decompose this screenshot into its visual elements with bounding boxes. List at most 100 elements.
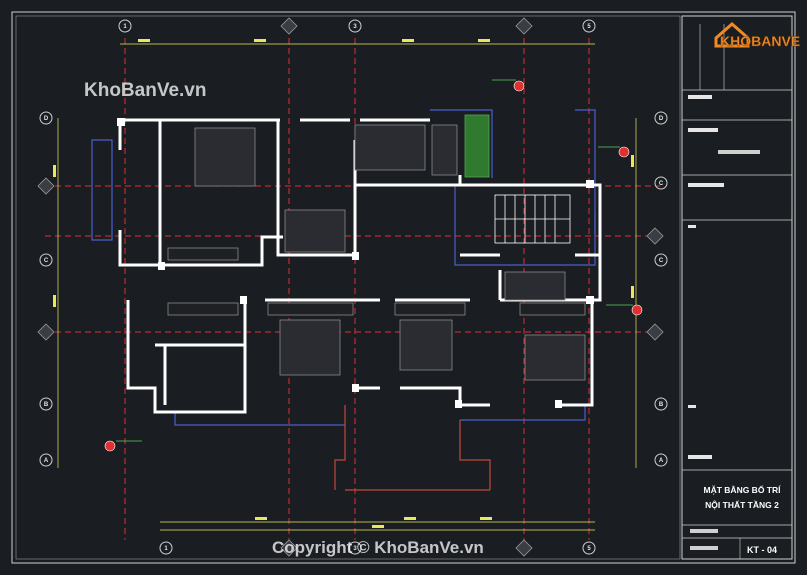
grid-label-row: C	[659, 181, 664, 187]
wall-living	[355, 386, 490, 407]
level-marker-icon	[631, 304, 643, 316]
column	[352, 252, 359, 260]
title-block-field	[718, 150, 760, 154]
grid-bubble-row	[39, 111, 53, 125]
bath-1	[284, 209, 346, 253]
wardrobe-1	[167, 247, 239, 261]
grid-label-col: 1	[123, 24, 127, 30]
grid-bubble-row	[654, 176, 668, 190]
balcony-boundary-right	[575, 109, 596, 235]
level-markers	[104, 80, 643, 452]
dim-label	[480, 517, 492, 520]
column	[555, 400, 562, 408]
staircase	[494, 194, 571, 244]
sofa-living	[399, 319, 453, 371]
shelf-1	[167, 302, 239, 316]
grid-label-row: D	[659, 116, 664, 122]
room-boundaries	[91, 109, 596, 426]
grid-label-col: 1	[164, 546, 168, 552]
title-block-field	[690, 529, 718, 533]
dim-label	[404, 517, 416, 520]
south-terrace	[334, 405, 491, 491]
grid-bubble-col	[582, 19, 596, 33]
drawing-title-line2: NỘI THẤT TẦNG 2	[705, 499, 779, 510]
dimension-labels	[53, 39, 634, 528]
title-block-field	[688, 405, 696, 408]
level-marker-icon	[513, 80, 525, 92]
wet-room-boundary	[430, 109, 493, 178]
bed-2	[279, 319, 341, 376]
grid-label-row: B	[659, 402, 664, 408]
dim-label	[138, 39, 150, 42]
grid-bubble-diamond	[280, 17, 298, 35]
shelf-3	[394, 302, 466, 316]
drawing-title-line1: MẶT BẰNG BỐ TRÍ	[704, 484, 782, 495]
grid-bubble-diamond	[515, 539, 533, 557]
watermark-site: KhoBanVe.vn	[84, 80, 206, 101]
grid-bubble-row	[654, 453, 668, 467]
dim-label	[402, 39, 414, 42]
shelf-4	[519, 302, 586, 316]
furniture	[167, 124, 586, 381]
grid-diamonds	[37, 17, 664, 557]
title-block-field	[688, 95, 712, 99]
walls	[118, 118, 602, 414]
stair-hall-boundary	[454, 185, 596, 266]
shower-room	[431, 124, 458, 176]
wall-south-rooms	[126, 300, 247, 414]
dim-label	[255, 517, 267, 520]
wc-top	[354, 124, 426, 171]
bed-3	[524, 334, 586, 381]
dim-label	[53, 295, 56, 307]
grid-lines	[45, 38, 660, 540]
column	[586, 296, 594, 304]
bed-1	[194, 127, 256, 187]
dim-label	[478, 39, 490, 42]
grid-bubble-row	[654, 253, 668, 267]
level-marker-leaders	[116, 79, 633, 442]
title-block-field	[690, 546, 718, 550]
grid-bubbles	[39, 19, 668, 555]
title-block: MẶT BẰNG BỐ TRÍ NỘI THẤT TẦNG 2 KT - 04	[681, 15, 793, 560]
grid-bubble-diamond	[37, 177, 55, 195]
title-block-field	[688, 183, 724, 187]
grid-bubble-col	[118, 19, 132, 33]
dim-label	[254, 39, 266, 42]
grid-bubble-row	[39, 453, 53, 467]
column	[586, 180, 594, 188]
grid-label-row: B	[44, 402, 49, 408]
sheet-number: KT - 04	[747, 545, 777, 555]
house-logo-icon	[714, 22, 750, 48]
watermark-copyright: Copyright © KhoBanVe.vn	[272, 538, 484, 557]
wall-bedroom1	[158, 120, 283, 267]
grid-label-row: A	[44, 458, 49, 464]
grid-bubble-col	[582, 541, 596, 555]
grid-bubble-col	[348, 19, 362, 33]
grid-bubble-diamond	[37, 323, 55, 341]
dim-label	[372, 525, 384, 528]
grid-label-col: 5	[587, 24, 591, 30]
sheet-border	[11, 11, 796, 564]
grid-bubble-col	[159, 541, 173, 555]
grid-bubble-row	[39, 253, 53, 267]
grid-label-col: 3	[353, 24, 357, 30]
sheet-border-inner	[15, 15, 681, 560]
level-marker-icon	[618, 146, 630, 158]
column	[117, 118, 125, 126]
dim-label	[631, 155, 634, 167]
level-marker-icon	[104, 440, 116, 452]
column	[455, 400, 462, 408]
grid-bubble-diamond	[280, 539, 298, 557]
grid-label-row: C	[44, 258, 49, 264]
column	[352, 384, 359, 392]
title-block-field	[688, 225, 696, 228]
exterior-wall-west	[118, 120, 160, 267]
shelf-2	[267, 302, 354, 316]
grid-bubble-diamond	[515, 17, 533, 35]
title-block-field	[688, 455, 712, 459]
balcony-boundary-left	[91, 139, 113, 241]
title-block-field	[688, 128, 718, 132]
dim-label	[631, 286, 634, 298]
column	[240, 296, 247, 304]
